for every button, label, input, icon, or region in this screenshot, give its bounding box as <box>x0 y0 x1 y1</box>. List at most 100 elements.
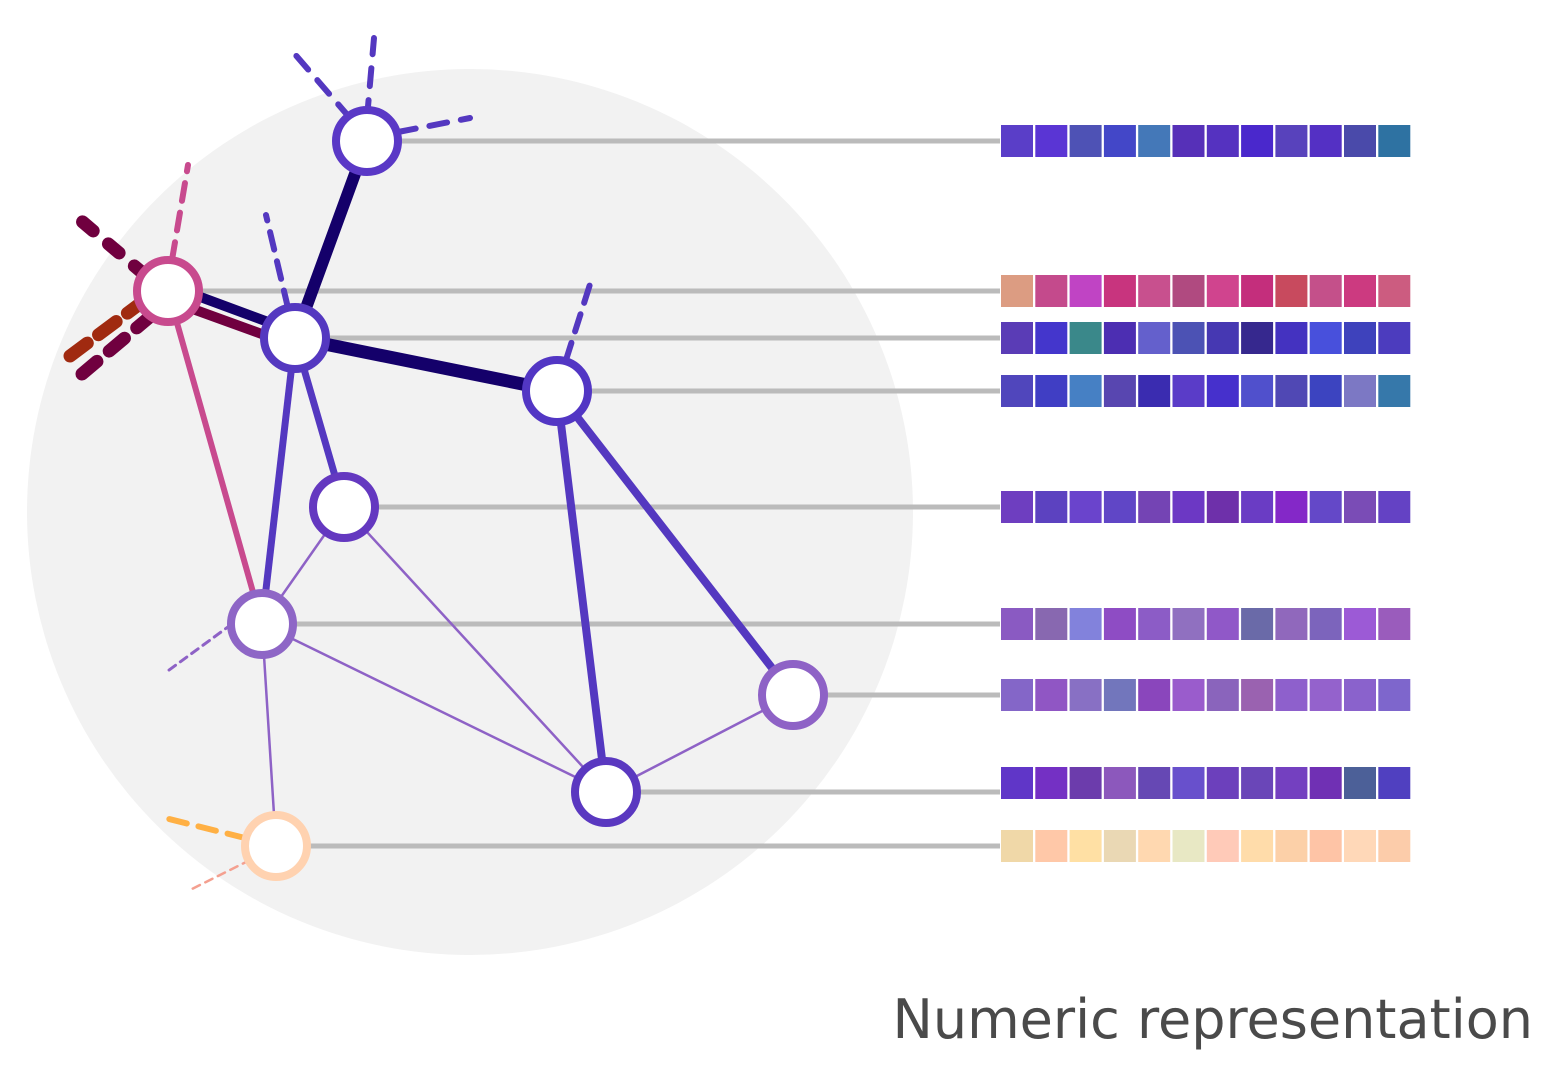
vector-cell <box>1378 322 1411 354</box>
vector-row-9 <box>1001 830 1411 862</box>
stub-n9-a <box>162 815 248 841</box>
stub-n2-d <box>75 308 159 381</box>
caption-label: Numeric representation <box>892 988 1533 1051</box>
vector-cell <box>1309 608 1342 640</box>
vector-cell <box>1103 767 1136 799</box>
node-3 <box>260 303 330 373</box>
vector-cell <box>1103 830 1136 862</box>
stub-n9-b <box>188 858 252 892</box>
vector-row-1 <box>1001 125 1411 157</box>
embedding-vectors <box>1001 125 1411 862</box>
stub-n3-a <box>263 212 291 311</box>
vector-cell <box>1035 322 1068 354</box>
vector-cell <box>1241 125 1274 157</box>
graph-nodes <box>133 106 828 881</box>
vector-row-6 <box>1001 608 1411 640</box>
stub-n4-a <box>563 275 595 363</box>
vector-cell <box>1001 830 1033 862</box>
vector-cell <box>1344 491 1376 523</box>
vector-cell <box>1001 375 1033 407</box>
vector-cell <box>1378 767 1411 799</box>
vector-row-2 <box>1001 275 1411 307</box>
vector-cell <box>1001 608 1033 640</box>
vector-cell <box>1069 322 1102 354</box>
vector-cell <box>1206 491 1239 523</box>
vector-cell <box>1241 767 1274 799</box>
stub-n2-c <box>63 293 152 363</box>
vector-cell <box>1103 375 1136 407</box>
vector-cell <box>1241 608 1274 640</box>
vector-cell <box>1275 767 1308 799</box>
dangling-edges <box>63 35 595 892</box>
vector-cell <box>1001 275 1033 307</box>
vector-cell <box>1138 275 1171 307</box>
vector-cell <box>1206 830 1239 862</box>
vector-cell <box>1172 767 1205 799</box>
vector-cell <box>1241 491 1274 523</box>
vector-cell <box>1138 125 1171 157</box>
vector-cell <box>1069 375 1102 407</box>
vector-cell <box>1001 679 1033 711</box>
vector-cell <box>1206 375 1239 407</box>
vector-cell <box>1241 322 1274 354</box>
vector-row-8 <box>1001 767 1411 799</box>
vector-cell <box>1103 679 1136 711</box>
node-6 <box>227 589 297 659</box>
vector-cell <box>1001 125 1033 157</box>
stub-n6-a <box>163 622 234 675</box>
vector-cell <box>1241 375 1274 407</box>
vector-cell <box>1172 375 1205 407</box>
vector-cell <box>1344 375 1376 407</box>
vector-cell <box>1206 322 1239 354</box>
vector-cell <box>1172 125 1205 157</box>
vector-row-5 <box>1001 491 1411 523</box>
vector-cell <box>1172 491 1205 523</box>
vector-cell <box>1275 830 1308 862</box>
vector-cell <box>1035 491 1068 523</box>
vector-cell <box>1378 679 1411 711</box>
vector-cell <box>1069 608 1102 640</box>
vector-cell <box>1378 830 1411 862</box>
vector-row-3 <box>1001 322 1411 354</box>
vector-cell <box>1275 322 1308 354</box>
vector-cell <box>1035 679 1068 711</box>
vector-cell <box>1172 830 1205 862</box>
node-7 <box>758 660 828 730</box>
vector-cell <box>1138 375 1171 407</box>
vector-cell <box>1035 608 1068 640</box>
stub-n2-b <box>71 211 152 282</box>
vector-cell <box>1206 275 1239 307</box>
vector-cell <box>1344 830 1376 862</box>
vector-cell <box>1344 275 1376 307</box>
vector-cell <box>1309 125 1342 157</box>
vector-cell <box>1206 125 1239 157</box>
vector-cell <box>1275 375 1308 407</box>
vector-cell <box>1241 830 1274 862</box>
vector-cell <box>1344 125 1376 157</box>
vector-cell <box>1001 322 1033 354</box>
vector-cell <box>1275 491 1308 523</box>
edge-n4-n7 <box>553 387 797 699</box>
vector-cell <box>1344 608 1376 640</box>
vector-cell <box>1309 322 1342 354</box>
vector-cell <box>1206 679 1239 711</box>
vector-cell <box>1378 375 1411 407</box>
vector-cell <box>1275 125 1308 157</box>
vector-cell <box>1241 679 1274 711</box>
vector-cell <box>1309 830 1342 862</box>
vector-cell <box>1035 830 1068 862</box>
vector-cell <box>1138 491 1171 523</box>
vector-cell <box>1172 608 1205 640</box>
vector-cell <box>1172 322 1205 354</box>
edge-n3-n4 <box>288 331 564 398</box>
stub-n2-a <box>169 162 191 263</box>
vector-cell <box>1309 275 1342 307</box>
vector-cell <box>1069 679 1102 711</box>
vector-cell <box>1035 767 1068 799</box>
vector-cell <box>1069 767 1102 799</box>
edge-n3-n6 <box>258 334 299 628</box>
vector-cell <box>1001 767 1033 799</box>
edge-n4-n8 <box>553 387 610 796</box>
vector-cell <box>1138 322 1171 354</box>
